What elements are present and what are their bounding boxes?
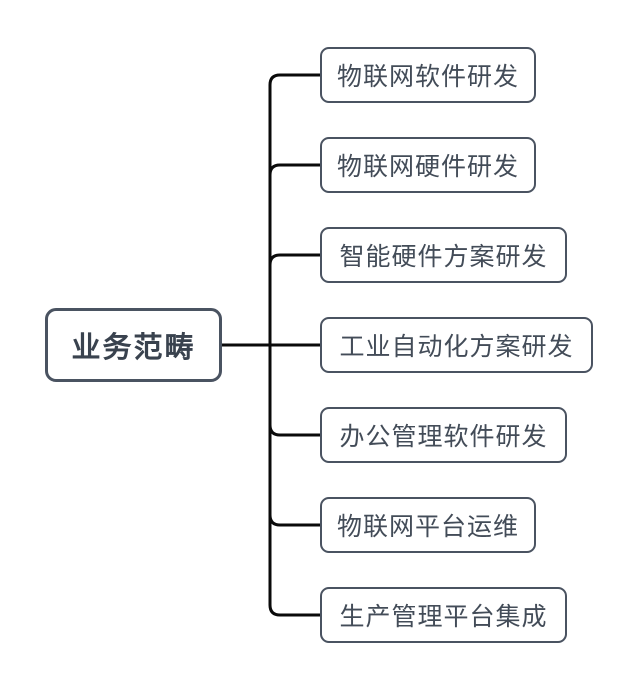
node-smart-hardware-solution-rd[interactable]: 智能硬件方案研发 [320, 227, 567, 283]
node-office-management-software-rd[interactable]: 办公管理软件研发 [320, 407, 567, 463]
node-iot-hardware-rd[interactable]: 物联网硬件研发 [320, 137, 536, 193]
connector-branch-6 [268, 513, 323, 527]
connector-branch-3 [268, 253, 323, 267]
node-industrial-automation-solution-rd[interactable]: 工业自动化方案研发 [320, 317, 593, 373]
connector-trunk-with-top-bottom-branches [268, 73, 323, 617]
connector-branch-2 [268, 163, 323, 177]
connector-branch-5 [268, 423, 323, 437]
node-iot-software-rd[interactable]: 物联网软件研发 [320, 47, 536, 103]
node-iot-platform-ops[interactable]: 物联网平台运维 [320, 497, 536, 553]
node-production-management-platform-integration[interactable]: 生产管理平台集成 [320, 587, 567, 643]
node-business-scope[interactable]: 业务范畴 [45, 308, 222, 382]
